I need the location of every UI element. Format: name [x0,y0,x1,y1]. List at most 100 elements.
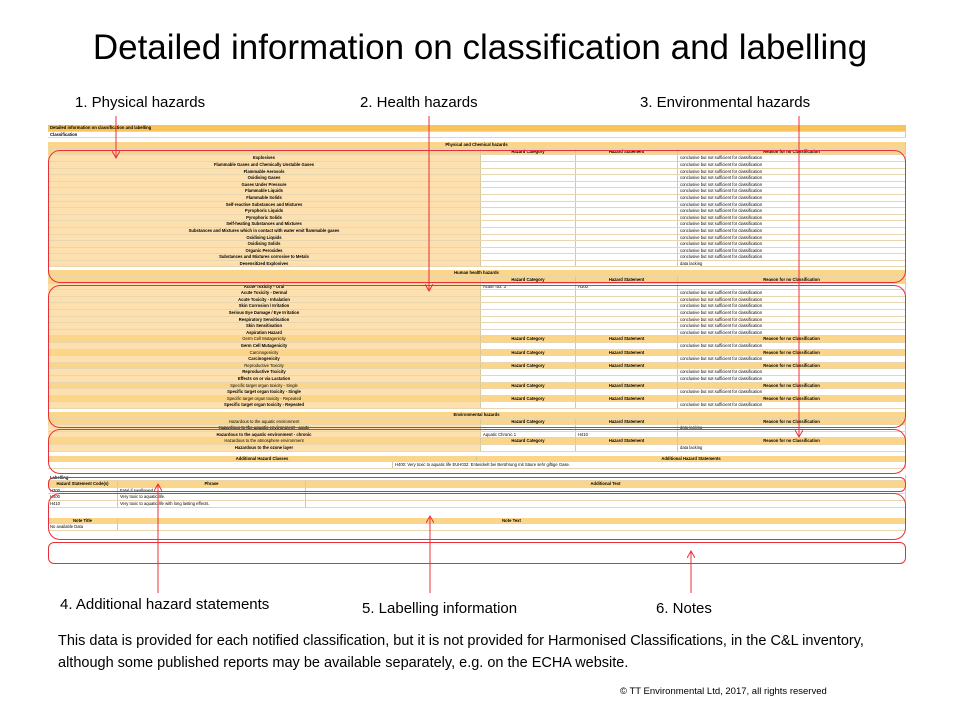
sub-header-name: Germ Cell Mutagenicity [48,336,481,342]
hazard-category [481,221,576,227]
note-title-header: Note Title [48,517,118,524]
col-category: Hazard Category [481,418,576,425]
hazard-name: Substances and Mixtures corrosive to Met… [48,254,481,260]
col-statement: Hazard Statement [576,349,678,356]
hazard-category [481,155,576,161]
hazard-statement [576,181,678,188]
hazard-category [481,356,576,362]
hazard-statement [576,343,678,349]
hazard-statement [576,214,678,221]
hazard-category [481,444,576,451]
hazard-name: Acute Toxicity - Dermal [48,290,481,296]
hazard-category [481,389,576,395]
hazard-name: Flammable Liquids [48,188,481,194]
hazard-name: Hazardous to the aquatic environment - c… [48,431,481,438]
sub-header-name: Hazardous to the aquatic environment [48,418,481,425]
hazard-statement [576,188,678,194]
hazard-name: Specific target organ toxicity - Repeate… [48,402,481,408]
footer-text: This data is provided for each notified … [58,633,864,671]
label-physical-hazards: 1. Physical hazards [75,94,206,111]
hazard-category [481,194,576,201]
hazard-category: Aquatic Chronic 1 [481,431,576,438]
classification-row: Classification [48,131,906,139]
additional-classes: Additional Hazard Classes [48,455,477,462]
hazard-reason [678,431,906,438]
hazard-category [481,290,576,296]
hazard-category [481,208,576,214]
col-category: Hazard Category [481,395,576,402]
hazard-name: Oxidising Solids [48,241,481,247]
label-environmental-hazards: 3. Environmental hazards [640,94,811,111]
hazard-statement: H300 [576,283,678,290]
hazard-statement [576,155,678,161]
hazard-statement [576,316,678,323]
physical-header: Physical and Chemical hazards [48,142,906,149]
hazard-category [481,329,576,336]
hazard-category [481,161,576,168]
hazard-name: Gases Under Pressure [48,181,481,188]
col-statement: Hazard Statement [576,382,678,389]
hazard-statement [576,296,678,303]
lab-phrase-header: Phrase [118,481,306,487]
hazard-name: Serious Eye Damage / Eye Irritation [48,310,481,316]
hazard-category [481,234,576,241]
hazard-name: Substances and Mixtures which in contact… [48,227,481,234]
hazard-category [481,260,576,267]
hazard-name: Oxidising Gases [48,175,481,181]
hazard-category [481,175,576,181]
hazard-name: Acute Toxicity - Oral [48,283,481,290]
hazard-name: Pyrophoric Liquids [48,208,481,214]
hazard-statement [576,201,678,208]
hazard-category [481,402,576,408]
sub-header-row: Specific target organ toxicity - Single H… [48,382,906,390]
hazard-statement [576,329,678,336]
hazard-name: Reproductive Toxicity [48,369,481,375]
health-column-headers: Hazard Category Hazard Statement Reason … [48,277,906,284]
col-statement: Hazard Statement [576,418,678,425]
hazard-name: Acute Toxicity - Inhalation [48,296,481,303]
sub-header-name: Reproductive Toxicity [48,362,481,369]
hazard-statement [576,260,678,267]
sub-header-name: Hazardous to the atmosphere environment [48,438,481,444]
sub-header-name: Specific target organ toxicity - Single [48,382,481,389]
hazard-statement [576,168,678,175]
hazard-category [481,303,576,310]
table-row: Hazardous to the aquatic environment - c… [48,431,906,439]
environmental-section-outline [48,429,906,474]
hazard-category [481,241,576,247]
hazard-statement [576,194,678,201]
lab-phrase: Very toxic to aquatic life. [118,494,306,501]
hazard-statement [576,221,678,227]
label-notes: 6. Notes [656,600,712,617]
hazard-statement [576,290,678,296]
physical-header-text: Physical and Chemical hazards [48,142,906,148]
col-category: Hazard Category [481,438,576,444]
hazard-statement [576,402,678,408]
col-statement: Hazard Statement [576,438,678,444]
lab-phrase: Very toxic to aquatic life with long las… [118,501,306,507]
hazard-category [481,188,576,194]
hazard-statement [576,356,678,362]
label-health-hazards: 2. Health hazards [360,94,478,111]
hazard-name: Pyrophoric Solids [48,214,481,221]
col-statement: Hazard Statement [576,362,678,369]
col-category: Hazard Category [481,336,576,342]
hazard-statement: H410 [576,431,678,438]
hazard-name: Self-heating Substances and Mixtures [48,221,481,227]
hazard-name: Hazardous to the ozone layer [48,444,481,451]
spreadsheet-screenshot: Detailed information on classification a… [48,125,906,531]
hazard-name: Germ Cell Mutagenicity [48,343,481,349]
hazard-category [481,227,576,234]
hazard-category [481,201,576,208]
health-section-outline [48,285,906,428]
hazard-name: Skin Corrosion / Irritation [48,303,481,310]
lab-additional [306,487,906,494]
hazard-category [481,369,576,375]
copyright: © TT Environmental Ltd, 2017, all rights… [620,686,827,697]
hazard-name: Skin Sensitisation [48,323,481,329]
hazard-name: Respiratory Sensitisation [48,316,481,323]
col-statement: Hazard Statement [576,148,678,155]
hazard-statement [576,247,678,254]
